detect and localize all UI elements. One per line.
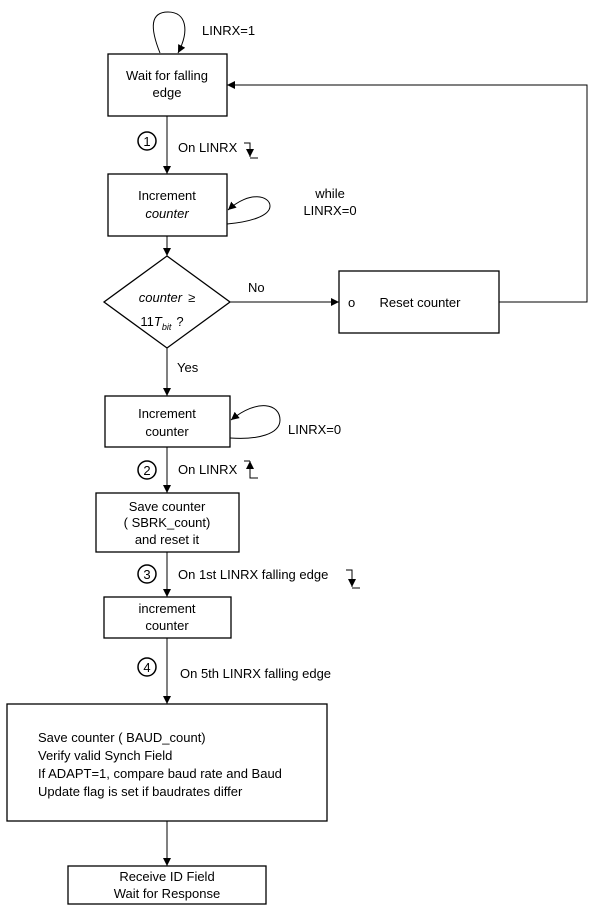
- step-4-label: On 5th LINRX falling edge: [180, 666, 331, 681]
- save1-line2: ( SBRK_count): [124, 515, 211, 530]
- decision-line1: counter ≥: [139, 290, 196, 305]
- step-2-number: 2: [143, 463, 150, 478]
- step-3-number: 3: [143, 567, 150, 582]
- increment3-line1: increment: [138, 601, 195, 616]
- final-line2: Wait for Response: [114, 886, 220, 901]
- increment1-self-loop: [226, 196, 271, 225]
- increment2-self-loop: [229, 405, 281, 439]
- feedback-reset-to-wait: [227, 81, 588, 303]
- save1-line1: Save counter: [129, 499, 206, 514]
- loop2-label: LINRX=0: [288, 422, 341, 437]
- increment3-line2: counter: [145, 618, 189, 633]
- save-counter-box-2: [6, 703, 328, 822]
- wait-box-line1: Wait for falling: [126, 68, 208, 83]
- decision-counter-word: counter: [139, 290, 183, 305]
- step-3-label: On 1st LINRX falling edge: [178, 567, 328, 582]
- save2-line3: If ADAPT=1, compare baud rate and Baud: [38, 766, 282, 781]
- step-4-circle: [137, 657, 157, 677]
- while-label-line2: LINRX=0: [303, 203, 356, 218]
- decision-line2: 11Tbit?: [140, 314, 183, 332]
- step-2-circle: [137, 460, 157, 480]
- decision-question: ?: [176, 314, 183, 329]
- reset-marker: o: [348, 295, 355, 310]
- top-self-loop: [152, 11, 186, 54]
- save2-line4: Update flag is set if baudrates differ: [38, 784, 243, 799]
- decision-sub: bit: [162, 322, 172, 332]
- falling-edge-icon-3: [346, 569, 356, 587]
- reset-counter-box: [338, 270, 500, 334]
- save2-line2: Verify valid Synch Field: [38, 748, 172, 763]
- save-counter-box-1: [95, 492, 240, 553]
- wait-box-line2: edge: [153, 85, 182, 100]
- step-4-number: 4: [143, 660, 150, 675]
- increment-counter-box-2: [104, 395, 231, 448]
- increment2-line2: counter: [145, 424, 189, 439]
- increment1-line1: Increment: [138, 188, 196, 203]
- no-label: No: [248, 280, 265, 295]
- save2-line1: Save counter ( BAUD_count): [38, 730, 206, 745]
- increment-counter-box-3: [103, 596, 232, 639]
- step-1-circle: [137, 131, 157, 151]
- falling-edge-icon-1: [244, 142, 254, 157]
- while-label-line1: while: [314, 186, 345, 201]
- increment-counter-box-1: [107, 173, 228, 237]
- decision-geq: ≥: [188, 290, 195, 305]
- wait-falling-edge-box: [107, 53, 228, 117]
- reset-label: Reset counter: [380, 295, 462, 310]
- step-3-circle: [137, 564, 157, 584]
- decision-coef: 11: [140, 314, 154, 329]
- top-loop-label: LINRX=1: [202, 23, 255, 38]
- step-2-label: On LINRX: [178, 462, 238, 477]
- increment2-line1: Increment: [138, 406, 196, 421]
- step-1-label: On LINRX: [178, 140, 238, 155]
- receive-id-field-box: [67, 865, 267, 905]
- rising-edge-icon-2: [246, 461, 258, 479]
- yes-label: Yes: [177, 360, 199, 375]
- save1-line3: and reset it: [135, 532, 200, 547]
- final-line1: Receive ID Field: [119, 869, 214, 884]
- step-1-number: 1: [143, 134, 150, 149]
- increment1-line2: counter: [145, 206, 189, 221]
- decision-t: T: [154, 314, 163, 329]
